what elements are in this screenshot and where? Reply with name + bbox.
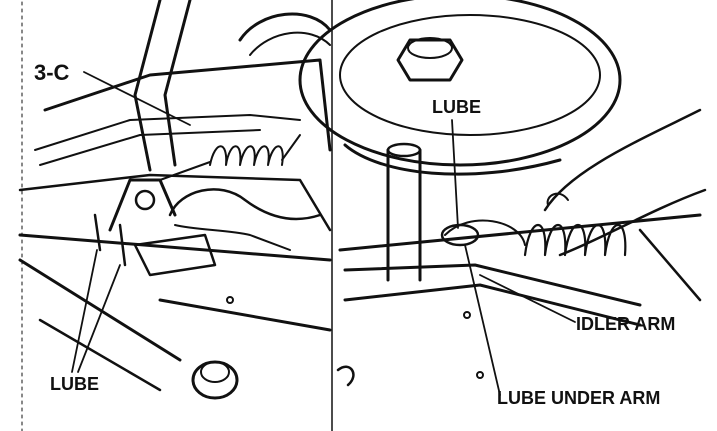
- hook-eye: [440, 223, 480, 247]
- callout-3c: 3-C: [34, 60, 70, 85]
- right-pulley-outer: [298, 0, 622, 167]
- finger-right-top: [543, 108, 702, 212]
- left-pulley-rim: [238, 12, 332, 42]
- right-curve: [336, 365, 355, 387]
- left-lube-leader-2: [77, 264, 121, 373]
- post-top: [386, 142, 422, 158]
- left-spring: [159, 134, 301, 181]
- right-frame-side: [638, 228, 702, 302]
- finger-right-bottom: [558, 188, 707, 257]
- belt-right: [163, 0, 192, 167]
- hex-nut: [396, 37, 464, 82]
- belt-left: [133, 0, 162, 172]
- left-lube-leader-1: [71, 249, 98, 373]
- idler-arm-label: IDLER ARM: [576, 314, 675, 334]
- idler-arm-top: [343, 263, 642, 307]
- right-rivet-1: [463, 311, 471, 319]
- lube-under-arm-label: LUBE UNDER ARM: [497, 388, 660, 408]
- right-lube-label: LUBE: [432, 97, 481, 117]
- finger-left: [168, 188, 322, 221]
- frame-rail-diag: [18, 258, 182, 362]
- left-panel: 3-C LUBE: [18, 0, 332, 431]
- right-pulley-inner: [339, 14, 601, 136]
- right-frame-top: [338, 213, 702, 252]
- right-spring: [444, 219, 627, 257]
- callout-3c-leader: [83, 71, 191, 126]
- right-rivet-2: [476, 371, 484, 379]
- rivet: [226, 296, 234, 304]
- pivot-bolt: [134, 189, 156, 211]
- right-pulley-lower-rim: [343, 143, 562, 176]
- deck-outline: [43, 58, 332, 152]
- deck-edge: [18, 173, 332, 232]
- lube-fitting-1: [93, 213, 102, 252]
- fingernail: [546, 192, 569, 206]
- rod: [38, 318, 162, 392]
- left-pulley-groove: [249, 31, 331, 56]
- idler-arm-bottom: [343, 283, 642, 327]
- left-lube-label: LUBE: [50, 374, 99, 394]
- finger-left-lower: [174, 224, 291, 251]
- frame-rail-top: [18, 233, 332, 262]
- bracket-tab: [133, 233, 217, 277]
- knob: [191, 360, 239, 400]
- bracket-plate: [34, 114, 301, 151]
- lube-fitting-2: [118, 223, 127, 267]
- frame-rail-mid: [158, 298, 332, 332]
- idler-arm-leader: [479, 274, 576, 323]
- lube-under-arm-leader: [464, 244, 501, 396]
- post: [386, 148, 422, 282]
- right-lube-leader: [451, 119, 459, 229]
- right-panel: LUBE IDLER ARM LUBE UNDER ARM: [298, 0, 707, 408]
- idler-lever: [108, 178, 177, 232]
- bracket-plate-edge: [39, 129, 261, 166]
